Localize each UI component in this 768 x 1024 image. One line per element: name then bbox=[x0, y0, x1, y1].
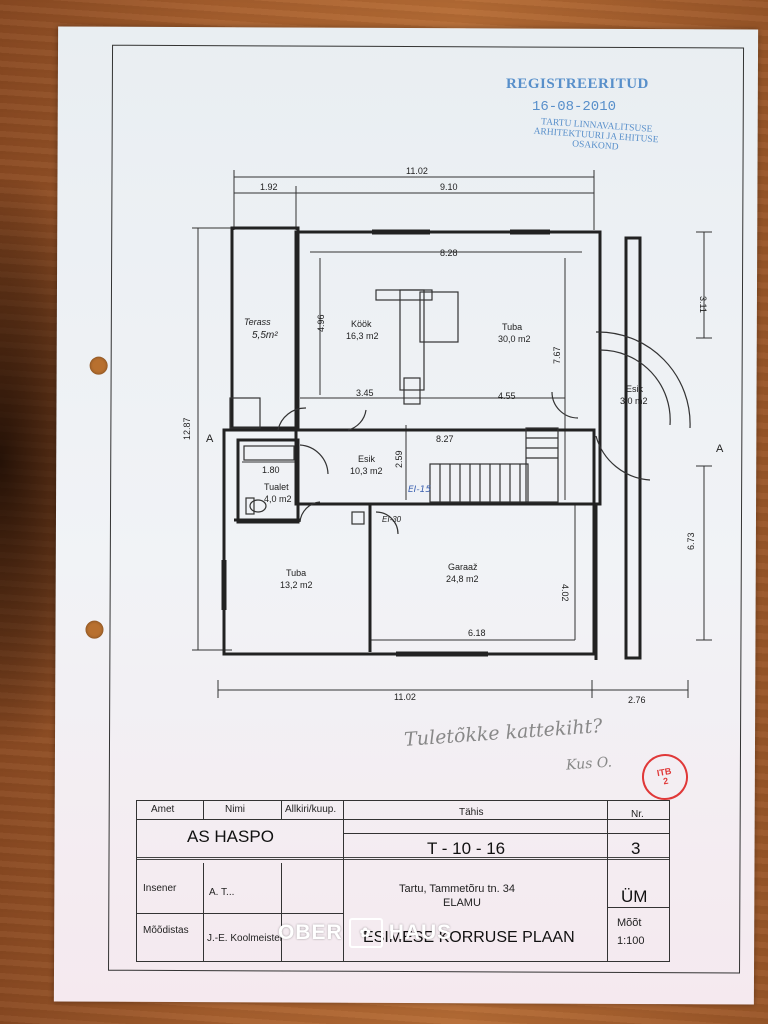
dim-tuba-height: 7.67 bbox=[552, 346, 562, 364]
room-name: Tuba bbox=[502, 322, 522, 332]
col-nimi: Nimi bbox=[225, 804, 245, 815]
room-name: Tualet bbox=[264, 482, 289, 492]
room-name: Köök bbox=[351, 319, 372, 329]
dim-top-total: 11.02 bbox=[406, 166, 428, 176]
col-allkiri: Allkiri/kuup. bbox=[285, 804, 337, 815]
room-name: Garaaž bbox=[448, 562, 478, 572]
room-name: Esik bbox=[626, 384, 644, 394]
dim-kitchen-height: 4.96 bbox=[316, 314, 326, 332]
room-area: 3,0 m2 bbox=[620, 396, 648, 406]
insener-label: Insener bbox=[143, 883, 177, 894]
moot-label: Mõõt bbox=[617, 917, 642, 929]
registration-stamp: REGISTREERITUD 16-08-2010 TARTU LINNAVAL… bbox=[506, 76, 686, 153]
room-area: 24,8 m2 bbox=[446, 574, 479, 584]
stamp-title: REGISTREERITUD bbox=[506, 76, 649, 92]
address: Tartu, Tammetõru tn. 34 bbox=[399, 883, 515, 895]
company-name: AS HASPO bbox=[187, 827, 274, 846]
moodistas-name: J.-E. Koolmeister bbox=[207, 933, 284, 944]
door-mark-ei30: EI-30 bbox=[382, 515, 402, 524]
dim-hall-height: 2.59 bbox=[394, 450, 404, 468]
ober-haus-watermark: OBER ✿ HAUS bbox=[278, 918, 452, 948]
handwritten-signature: Kus O. bbox=[565, 754, 613, 774]
room-area: 16,3 m2 bbox=[346, 331, 379, 341]
building-type: ELAMU bbox=[443, 897, 481, 909]
stamp-org: TARTU LINNAVALITSUSE ARHITEKTUURI JA EHI… bbox=[533, 117, 659, 153]
dim-top-right: 9.10 bbox=[440, 182, 458, 192]
room-name: Tuba bbox=[286, 568, 306, 578]
drawing-code: T - 10 - 16 bbox=[427, 839, 506, 858]
dim-garage-width: 6.18 bbox=[468, 628, 486, 638]
door-mark-ei15: EI-15 bbox=[408, 485, 431, 495]
dim-kitchen-width: 3.45 bbox=[356, 388, 374, 398]
scale-value: 1:100 bbox=[617, 935, 645, 947]
ober-haus-logo-icon: ✿ bbox=[348, 918, 383, 948]
stamp-date: 16-08-2010 bbox=[532, 99, 617, 115]
dim-bottom-right: 2.76 bbox=[628, 695, 646, 705]
drawing-title: ESIMESE KORRUSE PLAAN bbox=[363, 929, 575, 946]
col-nr: Nr. bbox=[631, 809, 644, 820]
room-area: 4,0 m2 bbox=[264, 494, 292, 504]
dim-hall-width: 8.27 bbox=[436, 434, 454, 444]
room-name: Esik bbox=[358, 454, 376, 464]
room-area: 13,2 m2 bbox=[280, 580, 313, 590]
dim-garage-height: 4.02 bbox=[560, 584, 570, 602]
moodistas-label: Mõõdistas bbox=[143, 925, 189, 936]
dim-wc-width: 1.80 bbox=[262, 465, 280, 475]
dim-right-upper: 3.11 bbox=[698, 296, 708, 313]
terrace-area: 5,5m² bbox=[252, 330, 278, 341]
dim-left-total: 12.87 bbox=[182, 417, 192, 440]
section-mark-left: A bbox=[206, 433, 214, 445]
dim-tuba-width: 4.55 bbox=[498, 391, 516, 401]
dim-top-left: 1.92 bbox=[260, 182, 278, 192]
title-block: Amet Nimi Allkiri/kuup. Tähis Nr. AS HAS… bbox=[136, 800, 670, 962]
dim-right-lower: 6.73 bbox=[686, 532, 696, 550]
room-area: 10,3 m2 bbox=[350, 466, 383, 476]
sheet-number: 3 bbox=[631, 839, 641, 858]
um-label: ÜM bbox=[621, 887, 648, 906]
section-mark-right: A bbox=[716, 443, 724, 455]
room-area: 30,0 m2 bbox=[498, 334, 531, 344]
insener-name: A. T... bbox=[209, 887, 235, 898]
dim-bottom-total: 11.02 bbox=[394, 692, 416, 702]
col-amet: Amet bbox=[151, 804, 175, 815]
terrace-note: Terass bbox=[244, 317, 271, 327]
dim-inner-top: 8.28 bbox=[440, 248, 458, 258]
col-tahis: Tähis bbox=[459, 807, 484, 818]
